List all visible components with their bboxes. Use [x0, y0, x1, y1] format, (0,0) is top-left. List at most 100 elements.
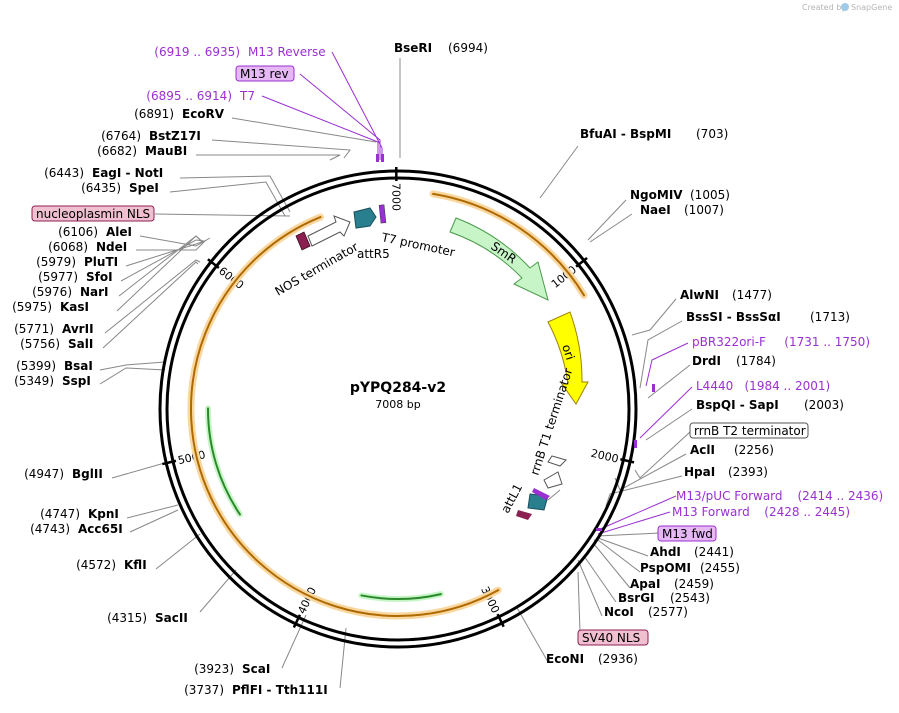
site-position: (5977)	[38, 270, 78, 284]
site-position: (4743)	[30, 522, 70, 536]
site-label-ecorv: EcoRV(6891)	[134, 107, 225, 121]
site-name: PspOMI	[640, 561, 691, 575]
ori-arrow-icon	[547, 311, 589, 405]
site-name: Acc65I	[78, 522, 123, 536]
site-name: SalI	[68, 337, 93, 351]
credit-created-by: Created by	[802, 3, 846, 12]
site-label-econi: EcoNI(2936)	[546, 652, 638, 666]
rrnb-t2-terminator-arrow-icon	[543, 471, 563, 489]
site-label-ahdi: AhdI (2441)	[650, 545, 734, 559]
site-name: SfoI	[86, 270, 113, 284]
site-name: BglII	[72, 467, 103, 481]
site-label-bstz17i: BstZ17I(6764)	[101, 129, 201, 143]
site-label-bsai: BsaI(5399)	[16, 359, 93, 373]
site-label-bsssi-bsss-i: BssSI - BssSαI (1713)	[686, 310, 850, 324]
site-name: BspQI - SapI	[696, 398, 779, 412]
site-position: (2256)	[734, 443, 774, 457]
primer-range: (1984 .. 2001)	[745, 379, 831, 393]
green-orf-arc-2	[360, 593, 442, 600]
sv40-nls-marker-icon	[516, 510, 532, 520]
boxed-label-m13-rev: M13 rev	[235, 65, 295, 82]
site-position: (703)	[696, 127, 728, 141]
primer-name: M13/pUC Forward	[676, 489, 783, 503]
site-name: HpaI	[684, 465, 715, 479]
site-name: BseRI	[394, 41, 432, 55]
smr-arrow-icon	[449, 217, 549, 301]
site-label-kasi: KasI (5975)	[12, 300, 89, 314]
snapgene-logo-icon	[841, 3, 849, 11]
site-position: (4747)	[40, 507, 80, 521]
primer-label-m13-forward: M13 Forward(2428 .. 2445)	[672, 505, 850, 519]
site-name: BssSI - BssSαI	[686, 310, 781, 324]
site-label-bspqi-sapi: BspQI - SapI(2003)	[696, 398, 844, 412]
site-name: BsaI	[64, 359, 93, 373]
boxed-labels: M13 rev nucleoplasmin NLS rrnB T2 terminat…	[31, 65, 809, 646]
boxed-label-sv40-nls: SV40 NLS	[577, 629, 649, 646]
site-name: BsrGI	[618, 591, 655, 605]
site-label-acli: AclI(2256)	[690, 443, 774, 457]
tick-mark-2000	[620, 458, 635, 464]
site-position: (2441)	[694, 545, 734, 559]
boxed-label-rrnb-t2-terminator: rrnB T2 terminator	[689, 422, 809, 439]
primer-name: T7	[239, 89, 255, 103]
primer-range: (2414 .. 2436)	[798, 489, 884, 503]
site-label-ncoi: NcoI(2577)	[604, 605, 688, 619]
site-label-sspi: SspI(5349)	[14, 374, 91, 388]
primer-range: (6895 .. 6914)	[146, 89, 232, 103]
site-name: DrdI	[692, 354, 721, 368]
boxed-label-frame	[235, 65, 295, 82]
orf-arc-2-halo	[187, 213, 502, 620]
tick-mark-4000	[292, 614, 302, 629]
primer-range: (6919 .. 6935)	[154, 45, 240, 59]
site-label-acc65i: Acc65I (4743)	[30, 522, 123, 536]
primer-label-m13-reverse: (6919 .. 6935)M13 Reverse	[154, 45, 325, 59]
site-name: AhdI	[650, 545, 681, 559]
site-name: NcoI	[604, 605, 634, 619]
site-name: AleI	[106, 225, 132, 239]
site-name: AlwNI	[680, 288, 719, 302]
site-name: MauBI	[145, 144, 187, 158]
site-label-maubi: MauBI(6682)	[97, 144, 187, 158]
t7-promoter-marker	[378, 204, 387, 224]
site-position: (6994)	[448, 41, 488, 55]
site-position: (6068)	[48, 240, 88, 254]
primer-name: M13 Forward	[672, 505, 750, 519]
site-label-pspomi: PspOMI(2455)	[640, 561, 740, 575]
site-position: (1784)	[736, 354, 776, 368]
site-position: (5979)	[36, 255, 76, 269]
boxed-label-frame	[577, 629, 649, 646]
site-label-sfoi: SfoI (5977)	[38, 270, 112, 284]
boxed-label-nucleoplasmin-nls: nucleoplasmin NLS	[31, 205, 155, 222]
nucleoplasmin-nls-marker-icon	[295, 231, 311, 251]
site-label-kfli: KflI(4572)	[76, 558, 147, 572]
site-name: KasI	[60, 300, 89, 314]
site-label-ngomiv: NgoMIV(1005)	[630, 188, 730, 202]
site-position: (1713)	[810, 310, 850, 324]
primer-label-m13-puc-forward: M13/pUC Forward (2414 .. 2436)	[676, 489, 883, 503]
t7-primer-marker	[381, 154, 384, 162]
site-position: (5975)	[12, 300, 52, 314]
site-position: (6106)	[58, 225, 98, 239]
site-label-ndei: NdeI(6068)	[48, 240, 127, 254]
site-label-bglii: BglII(4947)	[24, 467, 103, 481]
m13-fwd-marker-icon	[532, 488, 550, 500]
feature-label-attr5: attR5	[357, 247, 390, 261]
site-name: KflI	[124, 558, 147, 572]
site-position: (6891)	[134, 107, 174, 121]
site-name: EagI - NotI	[92, 166, 163, 180]
site-position: (4315)	[107, 611, 147, 625]
primer-label-pbr322ori-f: pBR322ori-F(1731 .. 1750)	[692, 335, 870, 349]
credit: Created by SnapGene	[802, 3, 892, 12]
feature-label-attl1: attL1	[498, 481, 525, 515]
site-label-apai: ApaI(2459)	[630, 577, 714, 591]
site-position: (6764)	[101, 129, 141, 143]
plasmid-center: pYPQ284-v2 7008 bp	[350, 380, 446, 411]
site-name: KpnI	[88, 507, 119, 521]
nos-terminator-arrow-icon	[307, 215, 351, 247]
site-label-pluti: PluTI(5979)	[36, 255, 118, 269]
site-position: (5771)	[14, 322, 54, 336]
feature-label-t7-promoter: T7 promoter	[379, 230, 456, 259]
site-name: PflFI - Tth111I	[232, 683, 328, 697]
plasmid-length: 7008 bp	[375, 398, 420, 411]
site-name: BfuAI - BspMI	[580, 127, 671, 141]
